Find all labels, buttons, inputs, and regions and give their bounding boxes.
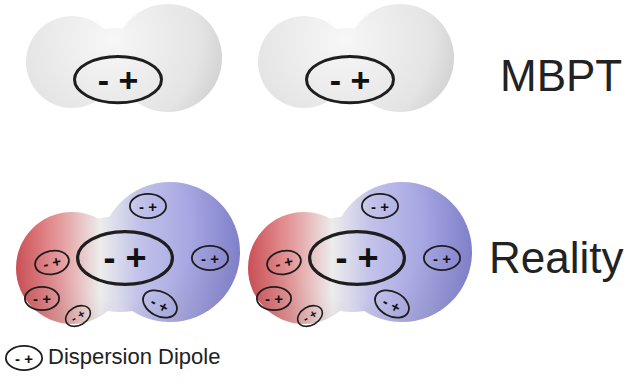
polarized-molecule-surface	[16, 182, 240, 324]
dipole-sign: - +	[433, 251, 451, 266]
dipole-sign: - +	[149, 293, 172, 315]
dipole-sign: - +	[371, 199, 389, 214]
row-label: MBPT	[500, 52, 622, 100]
molecule-surface	[26, 4, 222, 112]
polarized-molecule-surface	[248, 182, 472, 324]
row-label: Reality	[489, 234, 624, 282]
dipole-ellipse: - +	[361, 193, 399, 219]
dipole-ellipse: - +	[305, 55, 395, 104]
dipole-ellipse: - +	[191, 245, 229, 271]
dipole-ellipse: - +	[76, 230, 174, 286]
molecule-surface	[258, 4, 454, 112]
dipole-sign: - +	[201, 251, 219, 266]
surface-shading	[248, 182, 472, 324]
dipole-ellipse: - +	[423, 245, 461, 271]
dipole-sign: - +	[33, 291, 51, 306]
dipole-sign: - +	[98, 63, 139, 97]
dipole-ellipse: - +	[24, 286, 60, 311]
dipole-ellipse: - +	[308, 230, 406, 286]
dipole-ellipse: - +	[73, 55, 163, 104]
dipole-sign: - +	[274, 253, 295, 271]
dipole-sign: - +	[330, 63, 371, 97]
dipole-sign: - +	[265, 291, 283, 306]
dipole-sign: - +	[42, 253, 63, 271]
surface-shading	[16, 182, 240, 324]
legend-dipole-ellipse: - +	[5, 345, 43, 371]
dipole-sign: - +	[15, 351, 33, 366]
dipole-ellipse: - +	[129, 193, 167, 219]
dipole-sign: - +	[139, 199, 157, 214]
legend-text: Dispersion Dipole	[48, 345, 220, 369]
dipole-ellipse: - +	[256, 286, 292, 311]
dipole-sign: - +	[381, 293, 404, 315]
dipole-sign: - +	[103, 240, 146, 276]
dipole-sign: - +	[335, 240, 378, 276]
